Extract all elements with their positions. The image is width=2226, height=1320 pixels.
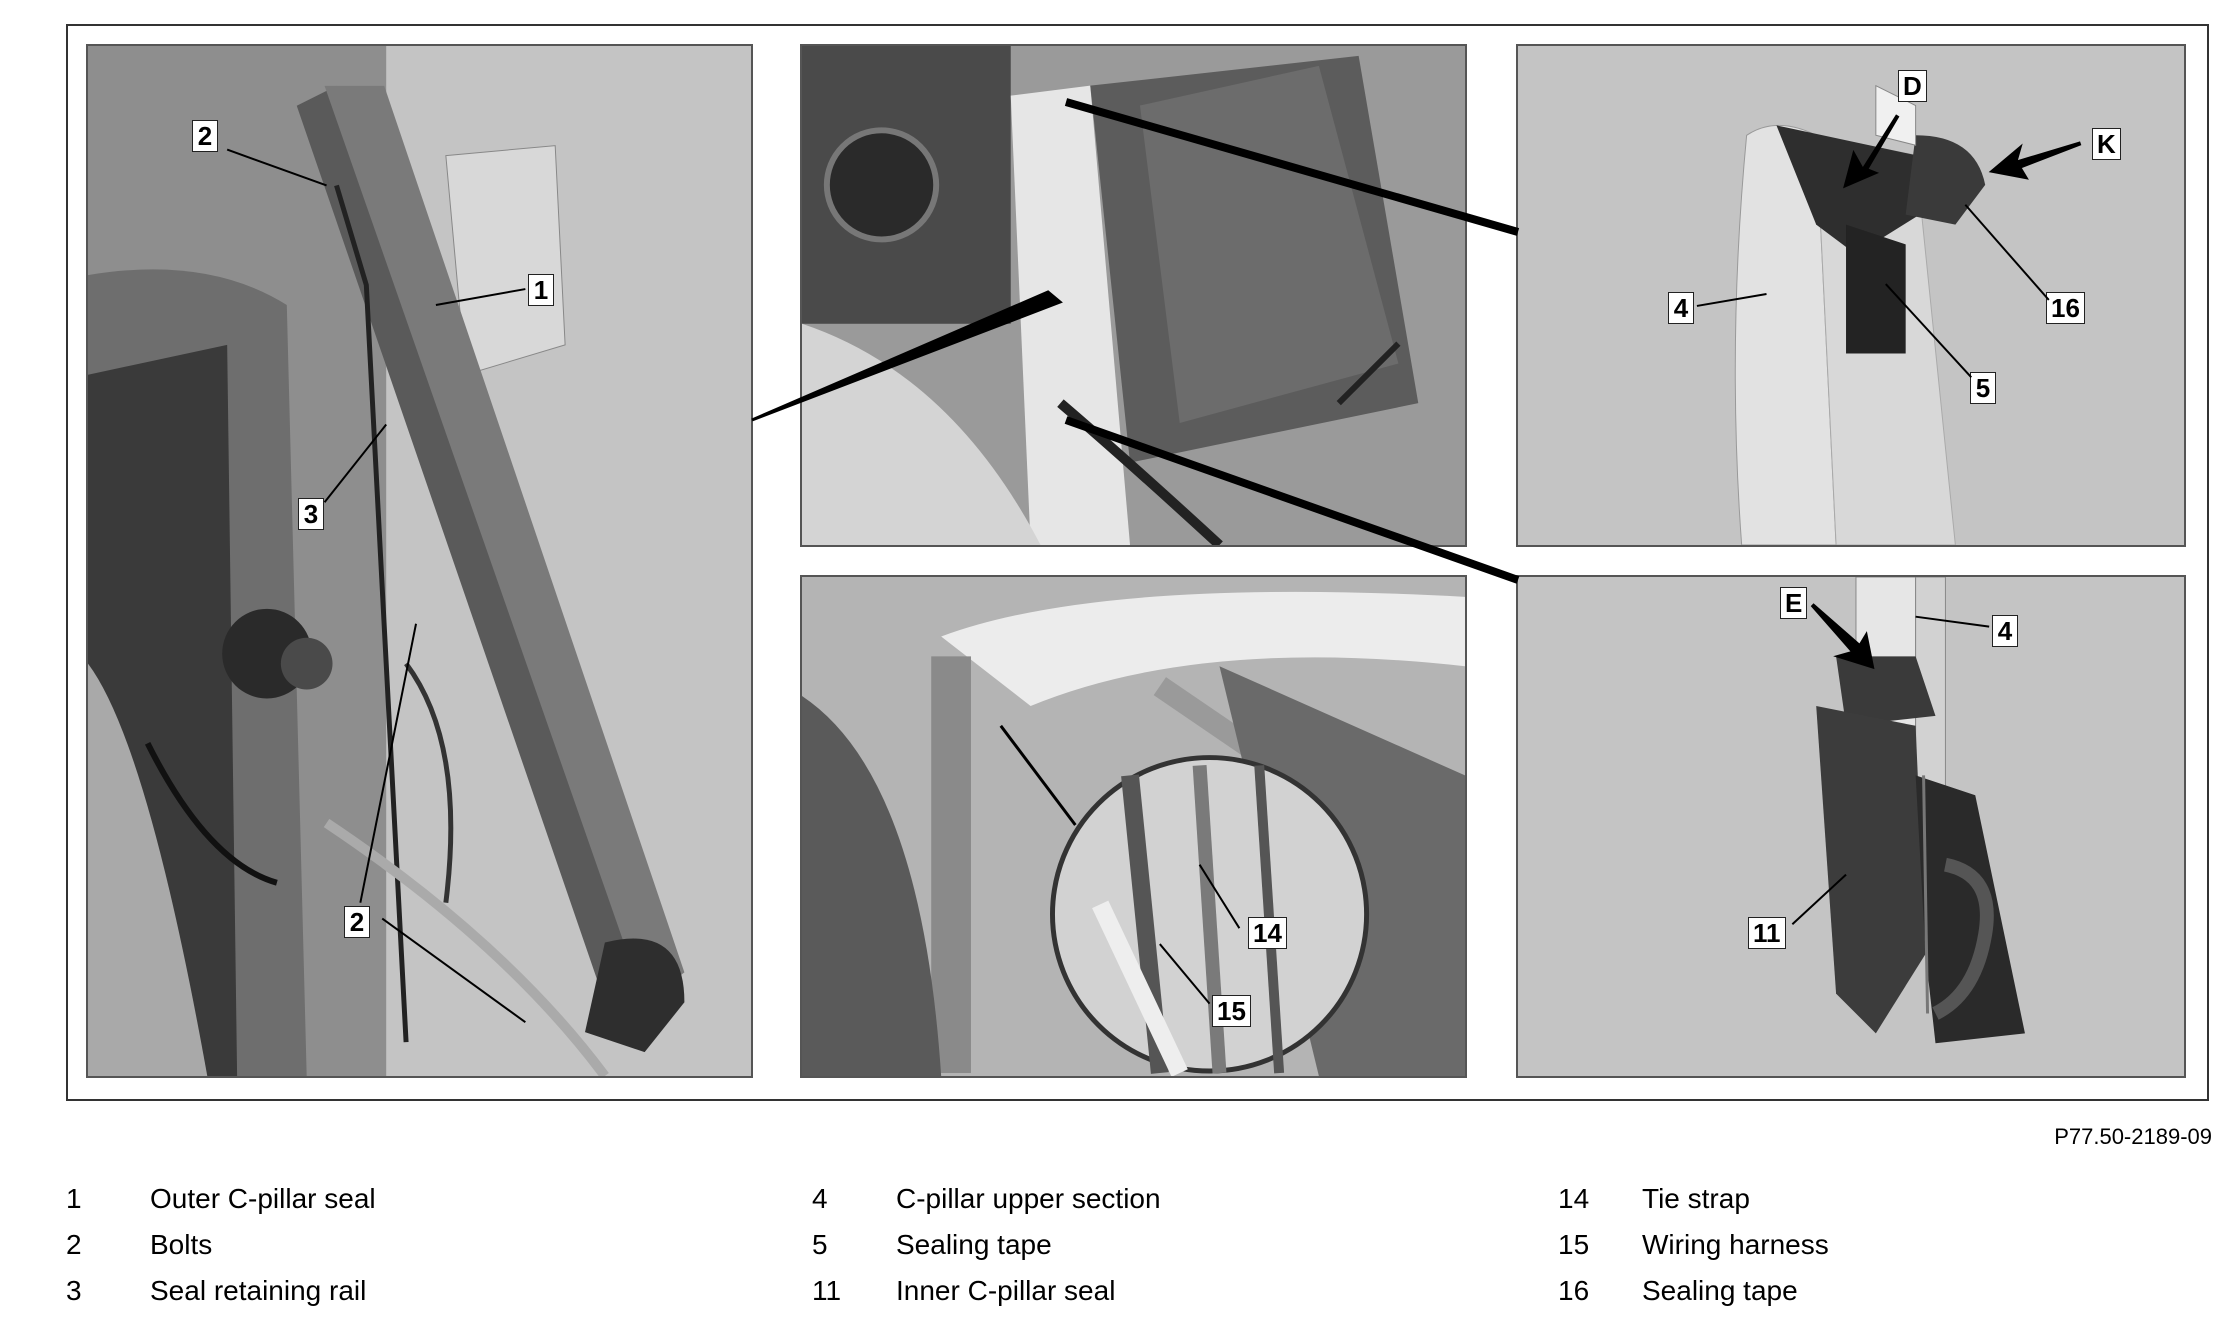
figure-reference-code: P77.50-2189-09 [2054,1124,2212,1149]
callout-16: 16 [2046,292,2085,324]
legend-number: 14 [1558,1183,1590,1214]
legend-number: 15 [1558,1229,1590,1260]
legend-label: Seal retaining rail [150,1275,367,1306]
legend-number: 2 [66,1229,82,1260]
callout-4-top: 4 [1668,292,1694,324]
legend-label: Bolts [150,1229,213,1260]
photo-interior-view [800,44,1467,547]
legend-label: Sealing tape [1642,1275,1798,1306]
legend-number: 16 [1558,1275,1590,1306]
legend-number: 3 [66,1275,82,1306]
legend-label: Tie strap [1642,1183,1750,1214]
callout-E: E [1780,587,1808,619]
callout-2-bottom: 2 [344,906,370,938]
callout-3: 3 [298,498,324,530]
callout-5: 5 [1970,372,1996,404]
callout-2-top: 2 [192,120,218,152]
callout-15: 15 [1212,995,1251,1027]
legend-number: 4 [812,1183,828,1214]
photo-roof-detail: 14 15 [800,575,1467,1078]
callout-D: D [1898,70,1927,102]
legend-label: Wiring harness [1642,1229,1829,1260]
callout-4-bottom: 4 [1992,615,2018,647]
photo-c-pillar-upper: D K 4 16 5 [1516,44,2186,547]
legend-label: Inner C-pillar seal [896,1275,1116,1306]
legend-label: Sealing tape [896,1229,1052,1260]
callout-K: K [2092,128,2121,160]
photo-inner-c-pillar-seal: E 4 11 [1516,575,2186,1078]
photo-outer-c-pillar: 2 1 3 2 [86,44,753,1078]
callout-14: 14 [1248,917,1287,949]
legend-number: 11 [812,1275,842,1306]
legend-label: Outer C-pillar seal [150,1183,376,1214]
callout-1: 1 [528,274,554,306]
legend-number: 1 [66,1183,82,1214]
callout-11: 11 [1748,917,1786,949]
legend-number: 5 [812,1229,828,1260]
legend-label: C-pillar upper section [896,1183,1161,1214]
